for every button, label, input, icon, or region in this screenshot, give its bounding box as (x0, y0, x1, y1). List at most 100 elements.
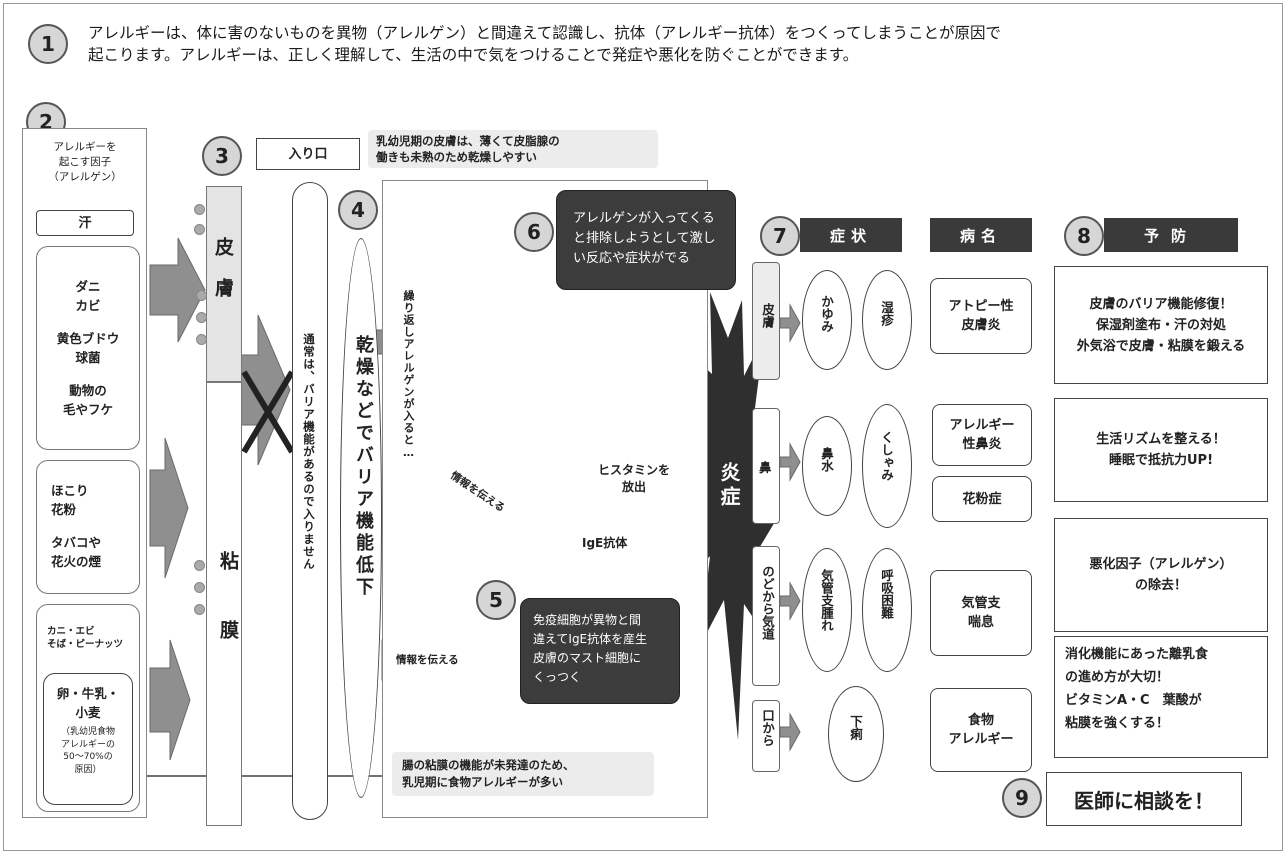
immune5-line: くっつく (533, 670, 582, 684)
disease-food-allergy: 食物アレルギー (930, 688, 1032, 772)
allergen-header-line: （アレルゲン） (48, 171, 122, 183)
repeat-text: 繰り返しアレルゲンが入ると… (402, 290, 415, 460)
prevention-line: 保湿剤塗布・汗の対処 (1095, 317, 1226, 333)
site-nose: 鼻 (752, 408, 780, 524)
disease-line: アトピー性 (948, 299, 1014, 314)
step-number-6: 6 (514, 212, 554, 252)
histamine-line: 放出 (622, 480, 647, 494)
immune5-line: 違えてIgE抗体を産生 (533, 632, 648, 646)
allergen-item: タバコや (51, 535, 102, 550)
header-prevention: 予防 (1104, 218, 1238, 252)
gut-note-line: 腸の粘膜の機能が未発達のため、 (402, 758, 575, 772)
reaction6-box: アレルゲンが入ってくる と排除しようとして激し い反応や症状がでる (556, 190, 736, 290)
mucosa-label: 粘膜 (217, 551, 239, 689)
symptom-bronchial-swelling-label: 気管支腫れ (819, 569, 834, 632)
allergen-group-1: ダニ カビ 黄色ブドウ 球菌 動物の 毛やフケ (36, 246, 140, 450)
site-mouth: 口から (752, 700, 780, 772)
prevention-line: 粘膜を強くする！ (1065, 716, 1170, 731)
disease-hay-fever: 花粉症 (932, 476, 1032, 522)
step-number-4: 4 (338, 190, 378, 230)
allergen-item: ダニ (75, 279, 101, 294)
symptom-breathing-difficulty-label: 呼吸困難 (879, 569, 894, 619)
step-number-5: 5 (476, 580, 516, 620)
site-skin: 皮膚 (752, 262, 780, 380)
disease-allergic-rhinitis: アレルギー性鼻炎 (932, 404, 1032, 466)
low-barrier-text: 乾燥などでバリア機能低下 (353, 335, 374, 599)
disease-asthma: 気管支喘息 (930, 570, 1032, 656)
header-disease: 病名 (930, 218, 1032, 252)
step-number-3: 3 (202, 136, 242, 176)
allergen-food-main: 卵・牛乳・ 小麦 （乳幼児食物 アレルギーの 50〜70%の 原因） (43, 673, 133, 805)
reaction6-line: アレルゲンが入ってくる (573, 211, 715, 226)
allergen-particle (194, 604, 205, 615)
allergen-note: （乳幼児食物 (60, 727, 115, 737)
allergen-header-line: アレルギーを (53, 141, 117, 153)
arrow-mouth-row (779, 712, 801, 752)
normal-barrier-text: 通常は、バリア機能があるので入りません (302, 333, 316, 571)
inflammation-label: 炎症 (717, 462, 741, 510)
histamine-label: ヒスタミンを 放出 (598, 462, 670, 496)
allergen-spacer (51, 519, 139, 533)
site-throat: のどから気道 (752, 546, 780, 686)
disease-line: アレルギー (949, 418, 1015, 433)
allergen-particle (194, 224, 205, 235)
allergen-item: 黄色ブドウ (56, 331, 120, 346)
intro-text: アレルギーは、体に害のないものを異物（アレルゲン）と間違えて認識し、抗体（アレル… (88, 22, 1268, 66)
prevention-line: の進め方が大切！ (1065, 670, 1170, 685)
arrow-nose-row (779, 442, 801, 482)
arrow-allergen-2 (149, 437, 189, 579)
allergen-note: 原因） (74, 764, 102, 775)
symptom-eczema-label: 湿疹 (879, 301, 894, 326)
gut-note-line: 乳児期に食物アレルギーが多い (402, 775, 563, 789)
symptom-diarrhea-label: 下痢 (848, 715, 863, 740)
immune5-line: 免疫細胞が異物と間 (533, 613, 642, 627)
ige-label: IgE抗体 (582, 536, 628, 550)
gut-note: 腸の粘膜の機能が未発達のため、 乳児期に食物アレルギーが多い (392, 752, 654, 796)
symptom-bronchial-swelling: 気管支腫れ (802, 548, 852, 672)
histamine-line: ヒスタミンを (598, 463, 671, 477)
diagram-frame (3, 3, 1283, 851)
arrow-allergen-3 (149, 639, 191, 761)
allergen-sweat: 汗 (36, 210, 134, 236)
immune5-line: 皮膚のマスト細胞に (533, 651, 642, 665)
disease-line: 皮膚炎 (961, 318, 1001, 333)
allergen-item: 花粉 (51, 502, 77, 517)
arrow-skin-row (779, 303, 801, 343)
allergen-group-3: カニ・エビ そば・ピーナッツ 卵・牛乳・ 小麦 （乳幼児食物 アレルギーの 50… (36, 604, 140, 812)
entrance-label: 入り口 (256, 138, 360, 170)
allergen-header: アレルギーを 起こす因子 （アレルゲン） (30, 140, 140, 185)
entrance-note-line: 働きも未熟のため乾燥しやすい (376, 150, 537, 164)
prevention-line: 皮膚のバリア機能修復！ (1089, 296, 1233, 312)
symptom-itch: かゆみ (802, 270, 852, 370)
allergen-food-minor: カニ・エビ そば・ピーナッツ (47, 625, 123, 651)
allergen-particle (194, 204, 205, 215)
allergen-particle (196, 290, 207, 301)
allergen-item: 小麦 (75, 705, 101, 720)
prevention-skin: 皮膚のバリア機能修復！ 保湿剤塗布・汗の対処外気浴で皮膚・粘膜を鍛える (1054, 266, 1268, 384)
prevention-line: ビタミンA・C 葉酸が (1065, 693, 1202, 708)
skin-label: 皮膚 (212, 237, 234, 319)
prevention-line: 悪化因子（アレルゲン） (1089, 557, 1233, 572)
prevention-line: 外気浴で皮膚・粘膜を鍛える (1076, 338, 1246, 354)
symptom-eczema: 湿疹 (862, 270, 912, 370)
allergen-particle (194, 560, 205, 571)
allergen-header-line: 起こす因子 (58, 156, 112, 168)
symptom-runny-nose-label: 鼻水 (819, 447, 834, 472)
prevention-line: 生活リズムを整える！ (1096, 432, 1226, 447)
reaction6-line: と排除しようとして激し (573, 231, 716, 246)
prevention-weaning: 消化機能にあった離乳食 の進め方が大切！ ビタミンA・C 葉酸が 粘膜を強くする… (1054, 636, 1268, 758)
intro-line-2: 起こります。アレルギーは、正しく理解して、生活の中で気をつけることで発症や悪化を… (88, 46, 859, 64)
disease-line: 食物 (967, 713, 994, 728)
normal-barrier: 通常は、バリア機能があるので入りません (292, 182, 328, 820)
step-number-7: 7 (760, 216, 800, 256)
prevention-line: の除去！ (1134, 578, 1187, 593)
disease-atopic: アトピー性皮膚炎 (930, 278, 1032, 354)
allergen-item: 卵・牛乳・ (56, 686, 120, 701)
allergen-item: カニ・エビ (47, 626, 95, 637)
symptom-sneeze-label: くしゃみ (879, 431, 894, 481)
prevention-remove: 悪化因子（アレルゲン） の除去！ (1054, 518, 1268, 632)
arrow-allergen-1 (149, 237, 206, 343)
allergen-particle (194, 582, 205, 593)
reaction6-line: い反応や症状がでる (573, 251, 691, 266)
allergen-particle (196, 312, 207, 323)
